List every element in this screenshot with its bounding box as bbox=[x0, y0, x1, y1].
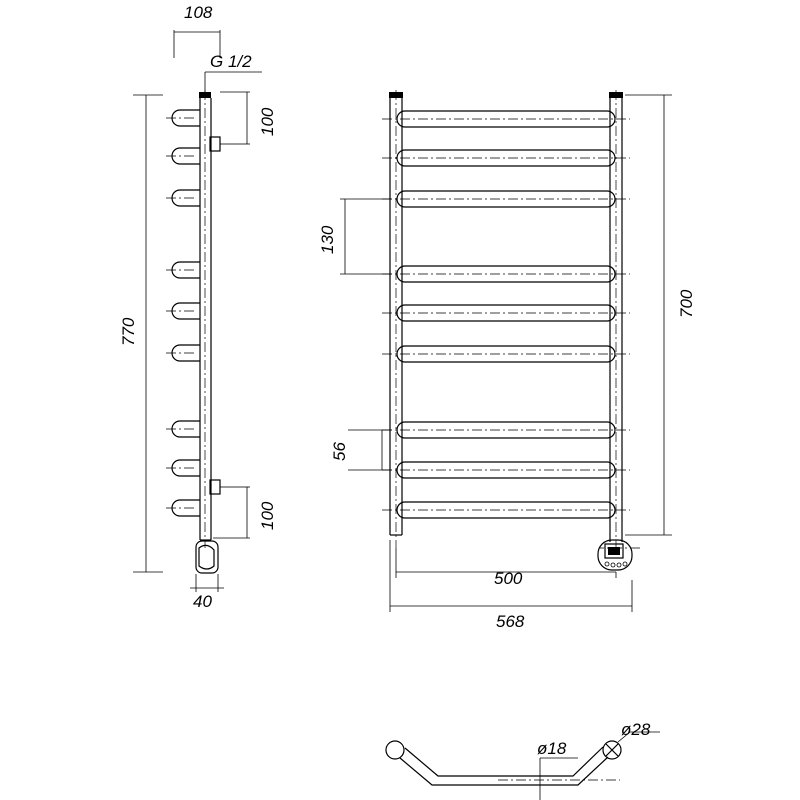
total-width-label: 568 bbox=[496, 612, 525, 631]
rail-diameter-label: ø28 bbox=[621, 720, 651, 739]
left-rail bbox=[389, 90, 403, 548]
height-dimension: 700 bbox=[625, 94, 696, 536]
front-view: 130 56 700 bbox=[318, 90, 696, 631]
axis-width-dimension: 500 bbox=[395, 548, 617, 588]
depth-dimension: 108 bbox=[173, 3, 221, 58]
spacing-dimension: 130 bbox=[318, 198, 392, 275]
top-offset-label: 100 bbox=[258, 107, 277, 136]
bent-rung-profile bbox=[399, 746, 620, 786]
side-rail bbox=[199, 90, 212, 548]
gap-dimension: 56 bbox=[330, 429, 392, 471]
front-rungs bbox=[382, 110, 630, 519]
rung-diameter-callout: ø18 bbox=[537, 739, 578, 800]
depth-label: 108 bbox=[184, 3, 213, 22]
heater-side: 40 bbox=[190, 540, 224, 611]
bottom-offset-label: 100 bbox=[258, 501, 277, 530]
height-label: 700 bbox=[677, 289, 696, 318]
total-height-label: 770 bbox=[119, 317, 138, 346]
top-offset-dimension: 100 bbox=[220, 91, 277, 145]
rung-profiles bbox=[166, 109, 200, 517]
right-rail-section bbox=[602, 740, 622, 760]
wall-brackets bbox=[209, 136, 236, 495]
rung-diameter-label: ø18 bbox=[537, 739, 567, 758]
section-view: ø18 ø28 bbox=[385, 720, 660, 800]
spacing-label: 130 bbox=[318, 225, 337, 254]
thread-label: G 1/2 bbox=[210, 52, 252, 71]
total-width-dimension: 568 bbox=[389, 540, 633, 631]
bottom-offset-dimension: 100 bbox=[213, 486, 277, 539]
thread-callout: G 1/2 bbox=[204, 52, 262, 92]
total-height-dimension: 770 bbox=[119, 94, 163, 573]
right-rail bbox=[609, 90, 623, 548]
left-rail-section bbox=[385, 740, 405, 760]
gap-label: 56 bbox=[330, 442, 349, 461]
axis-width-label: 500 bbox=[494, 569, 523, 588]
heater-front bbox=[597, 535, 640, 571]
side-view: 108 G 1/2 bbox=[119, 3, 277, 611]
heater-depth-label: 40 bbox=[193, 592, 212, 611]
rail-diameter-callout: ø28 bbox=[617, 720, 660, 743]
